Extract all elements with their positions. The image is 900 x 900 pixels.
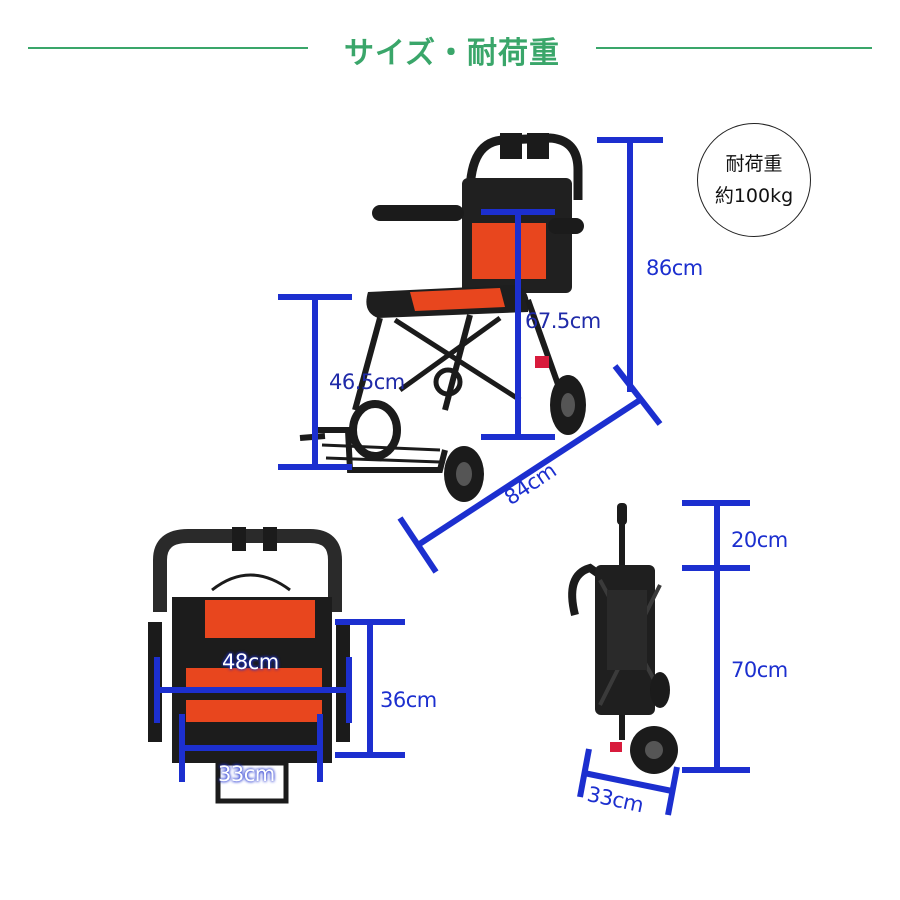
load-capacity-badge: 耐荷重 約100kg	[697, 123, 811, 237]
dimension-lines-main	[278, 137, 663, 574]
dimension-lines-top	[154, 619, 405, 782]
dimension-back-height: 67.5cm	[525, 309, 601, 333]
dimension-seat-depth: 36cm	[380, 688, 437, 712]
section-header: サイズ・耐荷重	[0, 22, 900, 72]
dimension-lines-folded	[577, 500, 750, 816]
load-capacity-label: 耐荷重	[725, 153, 783, 175]
header-rule-left	[28, 47, 308, 49]
wheelchair-top-photo	[148, 527, 350, 804]
header-rule-right	[596, 47, 872, 49]
wheelchair-folded-photo	[568, 503, 678, 774]
dimension-seat-width: 48cm	[222, 650, 279, 674]
load-capacity-value: 約100kg	[714, 185, 794, 207]
dimension-total-height: 86cm	[646, 256, 703, 280]
dimension-seat-height: 46.5cm	[329, 370, 405, 394]
dimension-folded-height: 70cm	[731, 658, 788, 682]
dimension-handle-extension: 20cm	[731, 528, 788, 552]
page-title: サイズ・耐荷重	[343, 36, 561, 71]
dimension-inner-width: 33cm	[218, 762, 275, 786]
